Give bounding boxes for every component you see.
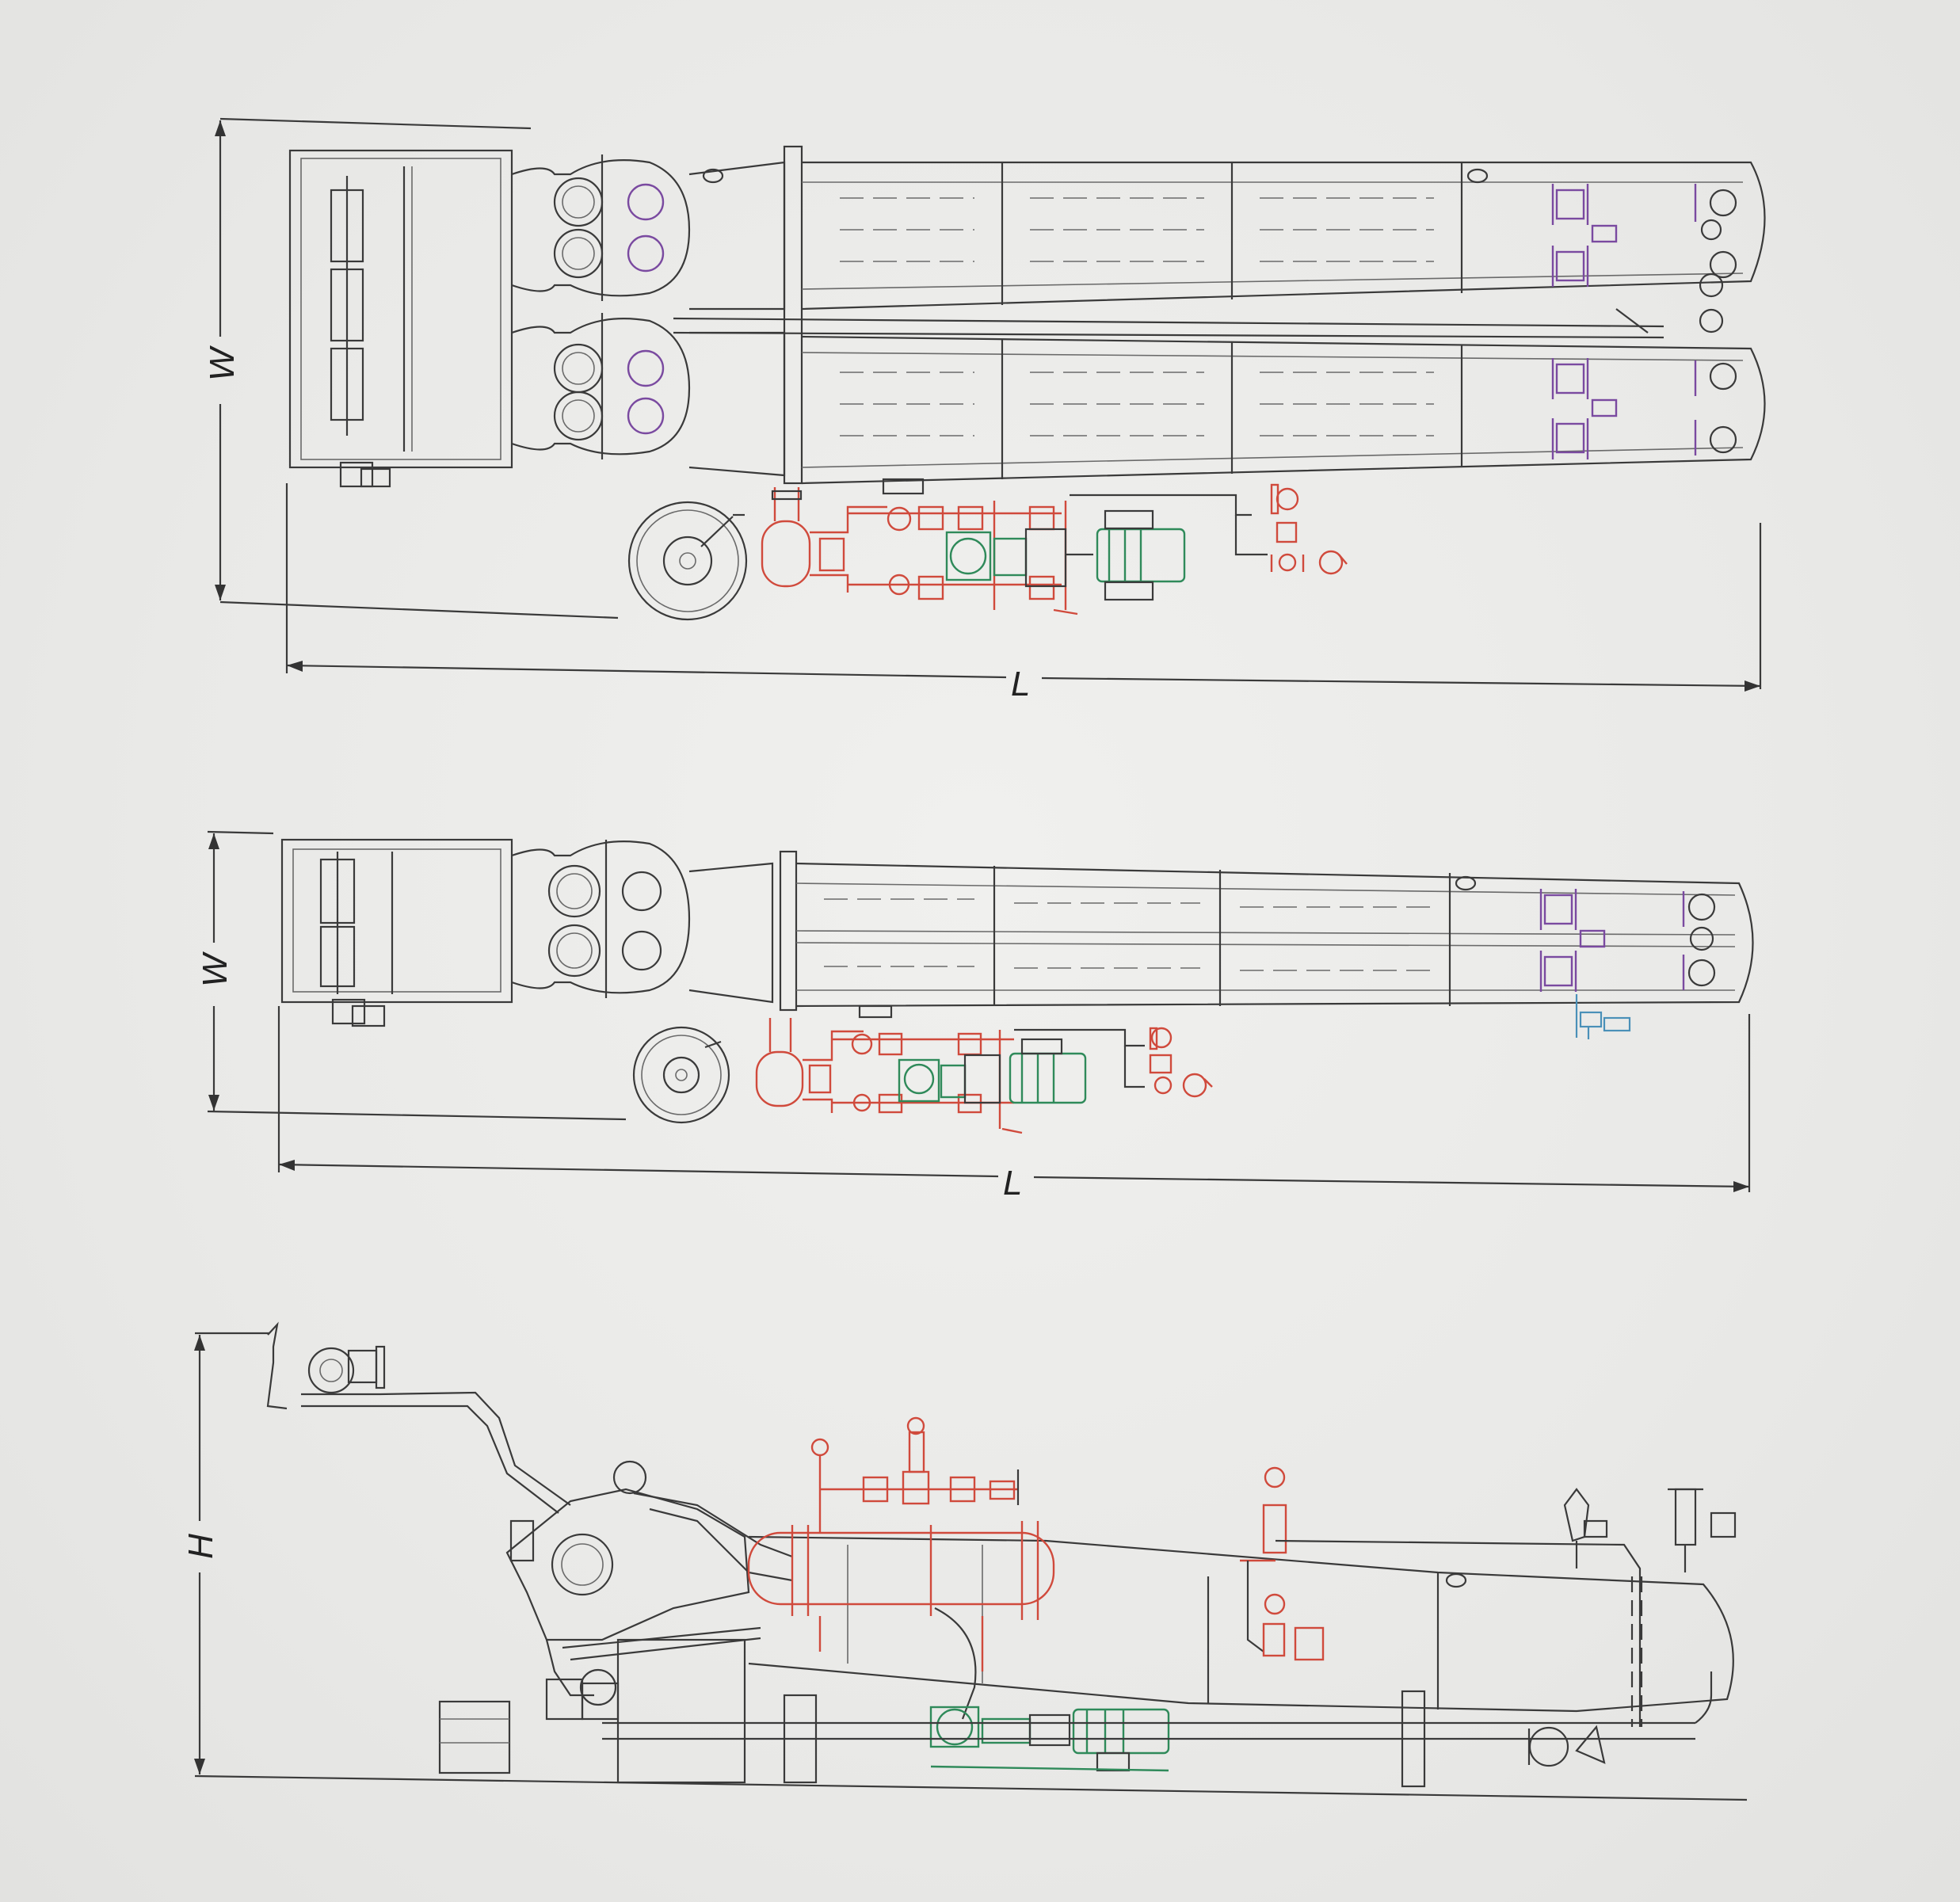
heat-exchanger-1 [761,478,925,593]
entry-roller-frame-2 [280,838,513,1027]
pump-1 [945,528,1093,588]
valve-train-1 [848,501,1078,616]
reel-2 [632,1026,730,1124]
side-end-controls [1527,1488,1737,1767]
length-label-2: L [1003,1164,1022,1203]
drain-fitting-2 [1575,994,1631,1039]
return-pipe-1 [673,317,1664,328]
side-view: H [181,1321,1748,1801]
side-pump [929,1607,1071,1748]
length-dimension-1: L [285,483,1762,703]
main-tank [748,1535,1734,1727]
height-dimension: H [181,1332,269,1774]
nozzle-head-2 [511,840,691,998]
steam-valves-2 [1014,1027,1213,1098]
pump-2 [898,1054,1001,1104]
nozzle-head-upper-1 [511,154,691,301]
transition-pipe-lower-1 [688,331,786,477]
end-valves-upper-1 [1551,184,1737,298]
steam-valves-1 [1070,483,1348,575]
jet-housing [505,1460,750,1706]
tube-lower-1 [801,335,1766,485]
side-steam-valves [1240,1466,1642,1727]
height-label: H [181,1534,220,1559]
return-pipe-1b [673,331,1664,339]
length-dimension-2: L [277,1006,1751,1203]
top-view-single: W L [196,830,1754,1203]
side-heat-exchanger [747,1521,1055,1671]
transition-pipe-2 [688,862,774,1004]
motor-2 [1009,1038,1087,1104]
intermediate-tube [562,1492,793,1661]
top-valve-manifold [810,1416,1020,1533]
vertical-header-2 [779,850,798,1012]
tube-upper-1 [702,161,1766,311]
transition-pipe-upper-1 [688,161,786,311]
floor-line [194,1774,1748,1801]
width-dimension-2: W [196,830,627,1121]
width-label-2: W [196,951,235,987]
entry-winch [266,1321,571,1514]
vertical-header-1 [783,145,803,485]
reel-1 [627,501,748,621]
length-label-1: L [1011,665,1030,703]
valve-train-2 [832,1030,1023,1134]
entry-roller-frame-1 [288,149,513,488]
nozzle-head-lower-1 [511,313,691,459]
width-label-1: W [203,345,242,381]
tube-2 [795,862,1754,1008]
side-motor [930,1708,1170,1772]
end-valves-lower-1 [1551,308,1737,459]
motor-1 [1096,509,1186,601]
heat-exchanger-2 [755,1004,893,1113]
base-piping [438,1638,1713,1788]
end-valves-2 [1539,889,1716,992]
top-view-double: W L [203,117,1766,703]
